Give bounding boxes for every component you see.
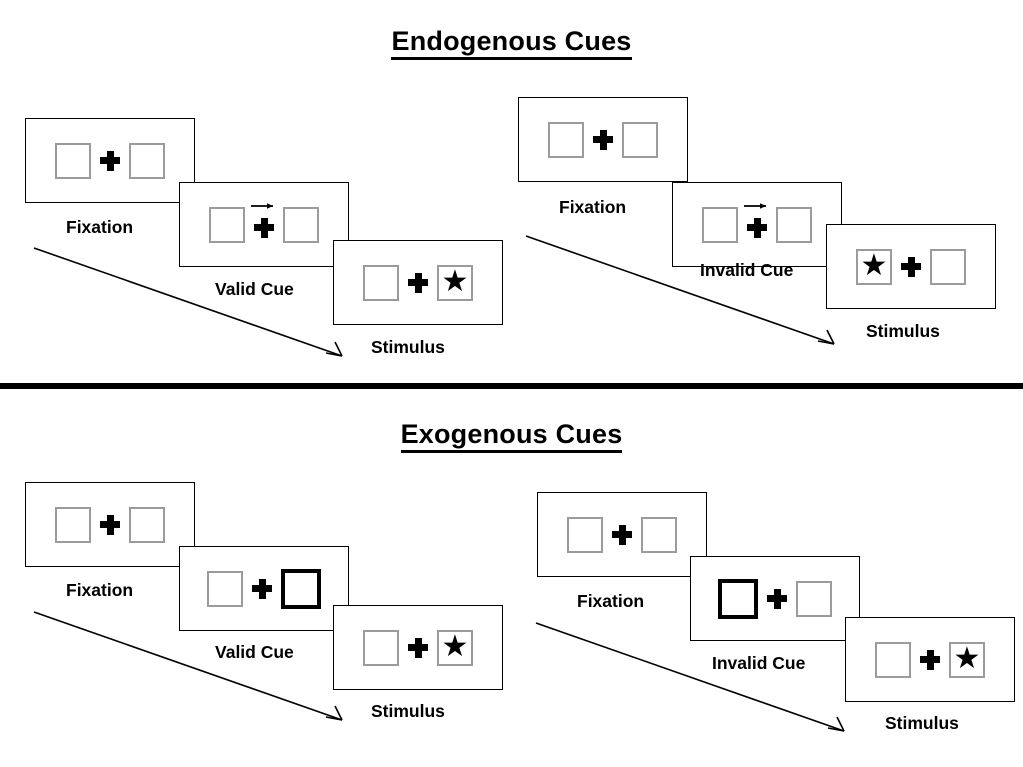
fixation-cross-wrapper	[399, 627, 437, 669]
caption-endogenous-valid-fixation: Fixation	[66, 217, 134, 237]
stimulus-row	[207, 568, 321, 610]
caption-exogenous-valid-cue: Valid Cue	[215, 642, 294, 662]
panel-exogenous-valid-cue	[179, 546, 349, 631]
fixation-cross-icon	[747, 217, 767, 238]
left-box: ★	[856, 248, 892, 285]
fixation-cross-wrapper	[911, 639, 949, 681]
panel-exogenous-valid-fixation	[25, 482, 195, 567]
right-box: ★	[437, 264, 473, 301]
caption-exogenous-valid-fixation: Fixation	[66, 580, 134, 600]
stimulus-row	[55, 504, 165, 546]
stimulus-row: ★	[856, 246, 966, 288]
fixation-cross-icon	[100, 150, 120, 171]
right-box	[796, 580, 832, 617]
right-box	[283, 206, 319, 243]
stimulus-row: ★	[363, 262, 473, 304]
stimulus-row	[55, 140, 165, 182]
cue-arrow-right-icon	[251, 202, 273, 209]
left-box	[702, 206, 738, 243]
fixation-cross-icon	[408, 637, 428, 658]
left-box	[55, 506, 91, 543]
right-box: ★	[437, 629, 473, 666]
caption-endogenous-valid-cue: Valid Cue	[215, 279, 294, 299]
caption-exogenous-invalid-fixation: Fixation	[577, 591, 645, 611]
fixation-cross-icon	[920, 649, 940, 670]
right-box	[129, 506, 165, 543]
right-box	[622, 121, 658, 158]
fixation-cross-icon	[767, 588, 787, 609]
panel-exogenous-valid-stimulus: ★	[333, 605, 503, 690]
fixation-cross-wrapper	[91, 140, 129, 182]
right-box-cued	[281, 568, 321, 609]
section-title-endogenous-text: Endogenous Cues	[391, 26, 632, 60]
stimulus-row	[567, 514, 677, 556]
stimulus-row	[718, 578, 832, 620]
section-title-endogenous: Endogenous Cues	[0, 26, 1023, 60]
left-box	[207, 570, 243, 607]
left-box	[363, 264, 399, 301]
left-box	[548, 121, 584, 158]
fixation-cross-wrapper	[603, 514, 641, 556]
fixation-cross-icon	[593, 129, 613, 150]
section-title-exogenous-text: Exogenous Cues	[400, 419, 623, 453]
left-box	[55, 142, 91, 179]
right-box	[641, 516, 677, 553]
left-box	[567, 516, 603, 553]
stimulus-row: ★	[363, 627, 473, 669]
fixation-cross-wrapper	[243, 568, 281, 610]
panel-exogenous-invalid-fixation	[537, 492, 707, 577]
caption-exogenous-invalid-cue: Invalid Cue	[712, 653, 806, 673]
fixation-cross-icon	[901, 256, 921, 277]
stimulus-row	[548, 119, 658, 161]
right-box	[930, 248, 966, 285]
panel-endogenous-valid-cue	[179, 182, 349, 267]
left-box-cued	[718, 578, 758, 619]
target-star-icon: ★	[860, 248, 888, 282]
panel-exogenous-invalid-cue	[690, 556, 860, 641]
panel-exogenous-invalid-stimulus: ★	[845, 617, 1015, 702]
target-star-icon: ★	[441, 264, 469, 298]
stimulus-row: ★	[875, 639, 985, 681]
caption-endogenous-invalid-fixation: Fixation	[559, 197, 627, 217]
left-box	[209, 206, 245, 243]
right-box: ★	[949, 641, 985, 678]
caption-endogenous-invalid-cue: Invalid Cue	[700, 260, 794, 280]
caption-endogenous-valid-stimulus: Stimulus	[371, 337, 445, 357]
panel-endogenous-invalid-cue	[672, 182, 842, 267]
stimulus-row	[702, 202, 812, 246]
fixation-cross-icon	[612, 524, 632, 545]
fixation-cross-icon	[254, 217, 274, 238]
caption-exogenous-invalid-stimulus: Stimulus	[885, 713, 959, 733]
cue-arrow-right-icon	[744, 202, 766, 209]
section-title-exogenous: Exogenous Cues	[0, 419, 1023, 453]
section-divider	[0, 383, 1023, 389]
fixation-cross-wrapper	[399, 262, 437, 304]
panel-endogenous-invalid-fixation	[518, 97, 688, 182]
right-box	[776, 206, 812, 243]
left-box	[875, 641, 911, 678]
fixation-cross-wrapper	[245, 202, 283, 246]
stimulus-row	[209, 202, 319, 246]
fixation-cross-wrapper	[892, 246, 930, 288]
right-box	[129, 142, 165, 179]
target-star-icon: ★	[953, 641, 981, 675]
fixation-cross-icon	[100, 514, 120, 535]
fixation-cross-wrapper	[584, 119, 622, 161]
caption-endogenous-invalid-stimulus: Stimulus	[866, 321, 940, 341]
fixation-cross-wrapper	[758, 578, 796, 620]
fixation-cross-wrapper	[738, 202, 776, 246]
panel-endogenous-valid-fixation	[25, 118, 195, 203]
fixation-cross-wrapper	[91, 504, 129, 546]
fixation-cross-icon	[408, 272, 428, 293]
panel-endogenous-invalid-stimulus: ★	[826, 224, 996, 309]
caption-exogenous-valid-stimulus: Stimulus	[371, 701, 445, 721]
panel-endogenous-valid-stimulus: ★	[333, 240, 503, 325]
left-box	[363, 629, 399, 666]
target-star-icon: ★	[441, 629, 469, 663]
fixation-cross-icon	[252, 578, 272, 599]
